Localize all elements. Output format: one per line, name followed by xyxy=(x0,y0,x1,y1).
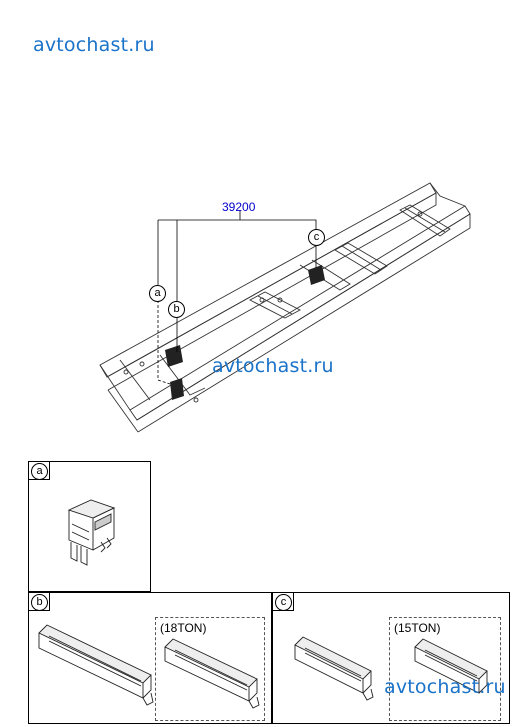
variant-label-18ton[interactable]: (18TON) xyxy=(160,621,207,635)
panel-a-label: a xyxy=(31,463,48,480)
junction-block-icon xyxy=(294,636,488,701)
watermark: avtochast.ru xyxy=(33,34,155,56)
panel-c-variant-box: (15TON) xyxy=(389,617,501,721)
panel-b-variant-box: (18TON) xyxy=(155,617,265,721)
panel-b-label: b xyxy=(31,594,48,611)
module-b-icon xyxy=(165,345,183,367)
panel-b-tab: b xyxy=(29,593,50,611)
panel-c-tab: c xyxy=(273,593,294,611)
panel-c-label: c xyxy=(275,594,292,611)
watermark: avtochast.ru xyxy=(212,355,334,377)
panel-a: a xyxy=(28,461,151,592)
callout-a[interactable]: a xyxy=(149,285,166,302)
junction-block-icon xyxy=(38,624,260,709)
part-number-label[interactable]: 39200 xyxy=(222,200,256,214)
control-module-icon xyxy=(67,499,116,566)
watermark: avtochast.ru xyxy=(384,676,506,698)
callout-c[interactable]: c xyxy=(308,229,325,246)
panel-a-tab: a xyxy=(29,462,50,480)
variant-label-15ton[interactable]: (15TON) xyxy=(394,621,441,635)
callout-b[interactable]: b xyxy=(168,301,185,318)
panel-c: c (15TON) xyxy=(272,592,510,724)
module-c-icon xyxy=(308,265,325,285)
panel-b: b (18TON) xyxy=(28,592,272,724)
module-a-icon xyxy=(170,378,184,400)
